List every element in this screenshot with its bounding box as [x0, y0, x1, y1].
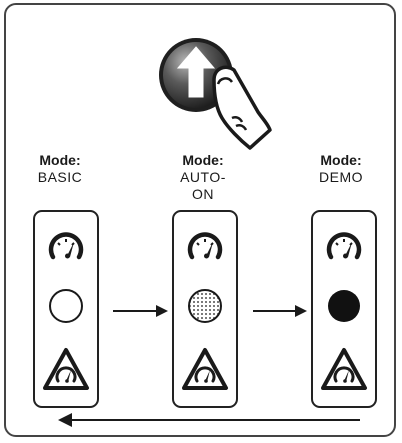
mode-label-demo: Mode: DEMO	[310, 152, 372, 186]
arrow-basic-to-auto	[113, 305, 168, 317]
arrow-auto-to-demo	[253, 305, 307, 317]
return-arrow	[58, 413, 360, 427]
panel-basic	[33, 210, 99, 408]
speedometer-icon	[329, 235, 359, 259]
mode-value: BASIC	[37, 169, 83, 185]
speedometer-icon	[190, 235, 220, 259]
warning-speedometer-icon	[182, 348, 228, 390]
speedometer-icon	[51, 235, 81, 259]
up-arrow-button-icon	[159, 38, 233, 112]
filled-circle-icon	[328, 290, 360, 322]
mode-value: DEMO	[319, 169, 363, 185]
mode-title: Mode:	[182, 152, 224, 168]
panel-demo	[311, 210, 377, 408]
pointing-finger-icon	[212, 65, 272, 150]
mode-value: AUTO-	[180, 169, 226, 185]
panel-auto-on	[172, 210, 238, 408]
dotted-circle-icon	[188, 289, 222, 323]
diagram-frame	[4, 3, 396, 437]
mode-title: Mode:	[39, 152, 81, 168]
mode-label-basic: Mode: BASIC	[30, 152, 90, 186]
warning-speedometer-icon	[321, 348, 367, 390]
mode-label-auto-on: Mode: AUTO- ON	[171, 152, 235, 203]
mode-value: ON	[192, 186, 214, 202]
empty-circle-icon	[49, 289, 83, 323]
mode-title: Mode:	[320, 152, 362, 168]
warning-speedometer-icon	[43, 348, 89, 390]
